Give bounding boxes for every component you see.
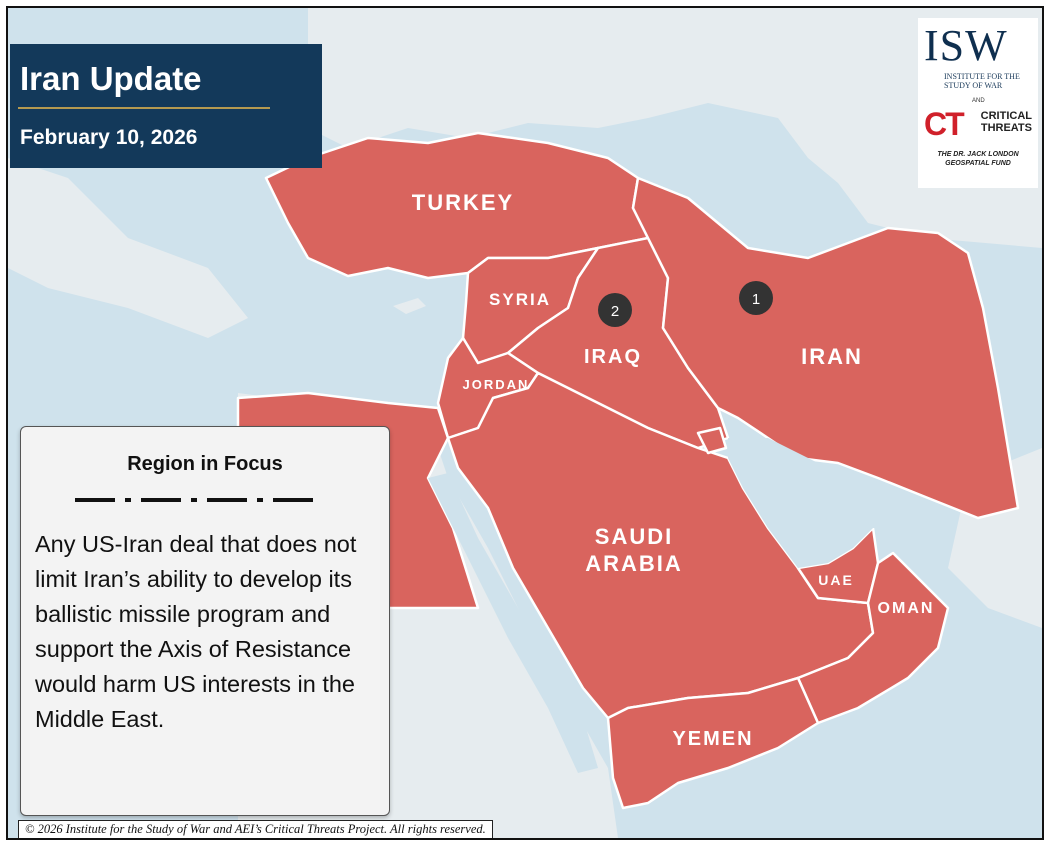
focus-body: Any US-Iran deal that does not limit Ira… <box>35 531 357 732</box>
title-box: Iran Update February 10, 2026 <box>10 44 322 168</box>
country-kuwait <box>696 426 728 455</box>
ct-logo-text: CRITICAL THREATS <box>980 110 1032 134</box>
fund-text: THE DR. JACK LONDON GEOSPATIAL FUND <box>937 151 1019 167</box>
map-frame: TURKEY SYRIA IRAQ IRAN JORDAN SAUDI ARAB… <box>6 6 1044 840</box>
land-north <box>308 8 1042 248</box>
country-oman <box>796 551 950 725</box>
ct-logo-mark: CT <box>924 106 965 142</box>
page-date: February 10, 2026 <box>20 126 198 149</box>
label-jordan: JORDAN <box>463 377 530 392</box>
label-arabia: ARABIA <box>585 551 683 576</box>
isw-ct-logo: ISW INSTITUTE FOR THE STUDY OF WAR AND C… <box>918 18 1038 188</box>
label-oman: OMAN <box>878 600 935 617</box>
label-uae: UAE <box>818 572 854 588</box>
copyright-footer: © 2026 Institute for the Study of War an… <box>18 820 493 838</box>
focus-heading: Region in Focus <box>127 453 283 475</box>
isw-logo-text: ISW <box>924 21 1008 70</box>
cyprus <box>393 298 426 314</box>
title-divider <box>18 107 270 109</box>
page-title: Iran Update <box>20 60 202 97</box>
highlighted-region <box>236 131 1020 810</box>
red-sea <box>428 473 598 773</box>
logo-and: AND <box>972 98 985 104</box>
persian-gulf <box>728 438 888 568</box>
dash-divider <box>75 498 323 502</box>
label-syria: SYRIA <box>489 290 551 309</box>
marker-1-label: 1 <box>752 291 760 308</box>
country-yemen <box>606 676 820 810</box>
marker-2[interactable]: 2 <box>598 293 632 327</box>
region-in-focus-box: Region in Focus Any US-Iran deal that do… <box>20 426 390 816</box>
land-europe-west <box>8 158 248 338</box>
label-iran: IRAN <box>801 344 863 369</box>
marker-1[interactable]: 1 <box>739 281 773 315</box>
label-saudi: SAUDI <box>595 524 673 549</box>
isw-subtitle: INSTITUTE FOR THE STUDY OF WAR <box>944 72 1020 90</box>
marker-2-label: 2 <box>611 303 619 320</box>
country-uae <box>796 526 880 605</box>
label-turkey: TURKEY <box>412 190 514 215</box>
label-iraq: IRAQ <box>584 346 642 368</box>
country-iran <box>631 176 1020 520</box>
region-map: TURKEY SYRIA IRAQ IRAN JORDAN SAUDI ARAB… <box>8 8 1042 838</box>
label-yemen: YEMEN <box>672 728 753 750</box>
